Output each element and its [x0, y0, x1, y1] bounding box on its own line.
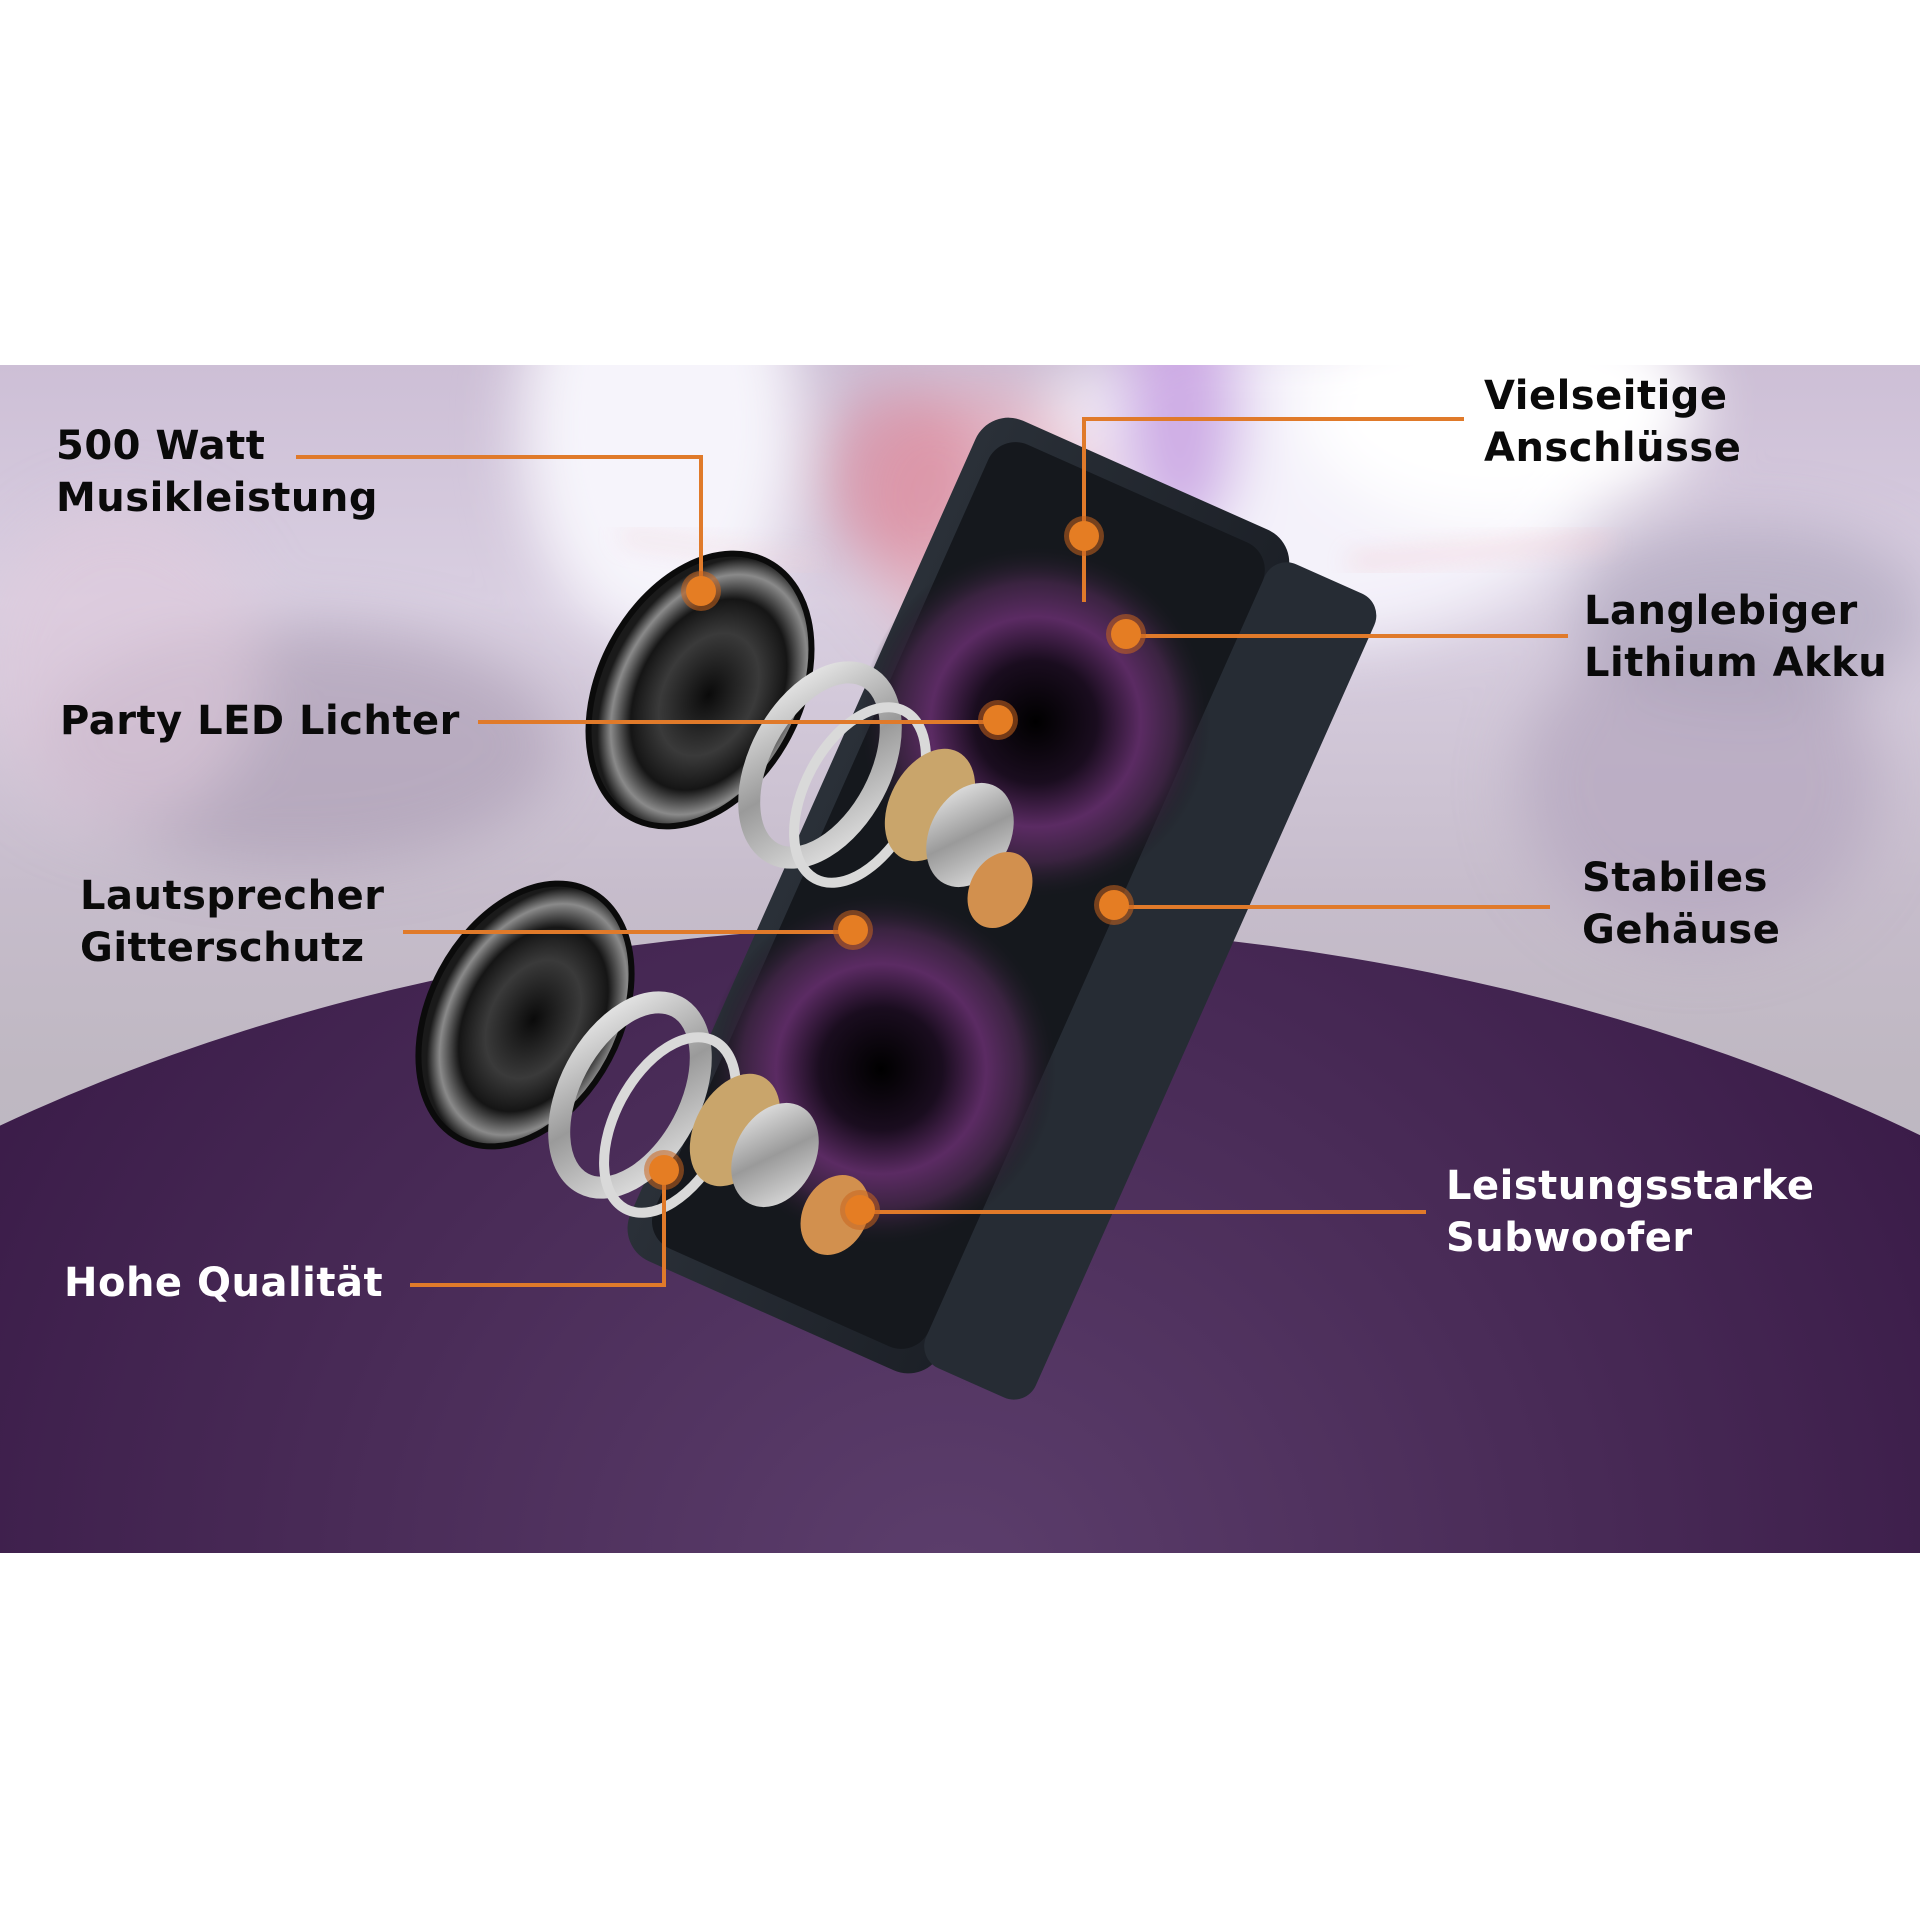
callout-line-ports-vertical [1082, 417, 1086, 602]
label-hohe-qualitaet: Hohe Qualität [64, 1260, 384, 1306]
callout-line-subwoofer [860, 1210, 1426, 1214]
label-gehaeuse: Stabiles Gehäuse [1582, 855, 1781, 953]
speaker-illustration [415, 417, 1377, 1400]
lower-driver-exploded [415, 880, 870, 1256]
callout-dot-housing [1099, 890, 1129, 920]
callout-line-grille [403, 930, 853, 934]
callout-line-watt-vertical [699, 455, 703, 591]
label-anschluesse: Vielseitige Anschlüsse [1484, 373, 1742, 471]
upper-driver-exploded [585, 550, 1033, 929]
callout-dot-battery [1111, 619, 1141, 649]
callout-line-ports [1082, 417, 1464, 421]
callout-dot-subwoofer [845, 1195, 875, 1225]
callout-line-battery [1126, 634, 1568, 638]
callout-line-quality-vertical [662, 1170, 666, 1287]
callout-line-led [478, 720, 998, 724]
label-akku: Langlebiger Lithium Akku [1584, 588, 1888, 686]
label-500-watt: 500 Watt Musikleistung [56, 423, 378, 521]
callout-line-quality [410, 1283, 666, 1287]
callout-line-housing [1114, 905, 1550, 909]
callout-dot-ports [1069, 521, 1099, 551]
callout-dot-watt [686, 576, 716, 606]
callout-dot-quality [649, 1155, 679, 1185]
label-gitterschutz: Lautsprecher Gitterschutz [80, 873, 385, 971]
callout-line-watt [296, 455, 702, 459]
product-feature-banner: 500 Watt Musikleistung Party LED Lichter… [0, 365, 1920, 1553]
callout-dot-grille [838, 915, 868, 945]
label-subwoofer: Leistungsstarke Subwoofer [1446, 1163, 1815, 1261]
callout-dot-led [983, 705, 1013, 735]
label-party-led: Party LED Lichter [60, 698, 460, 744]
